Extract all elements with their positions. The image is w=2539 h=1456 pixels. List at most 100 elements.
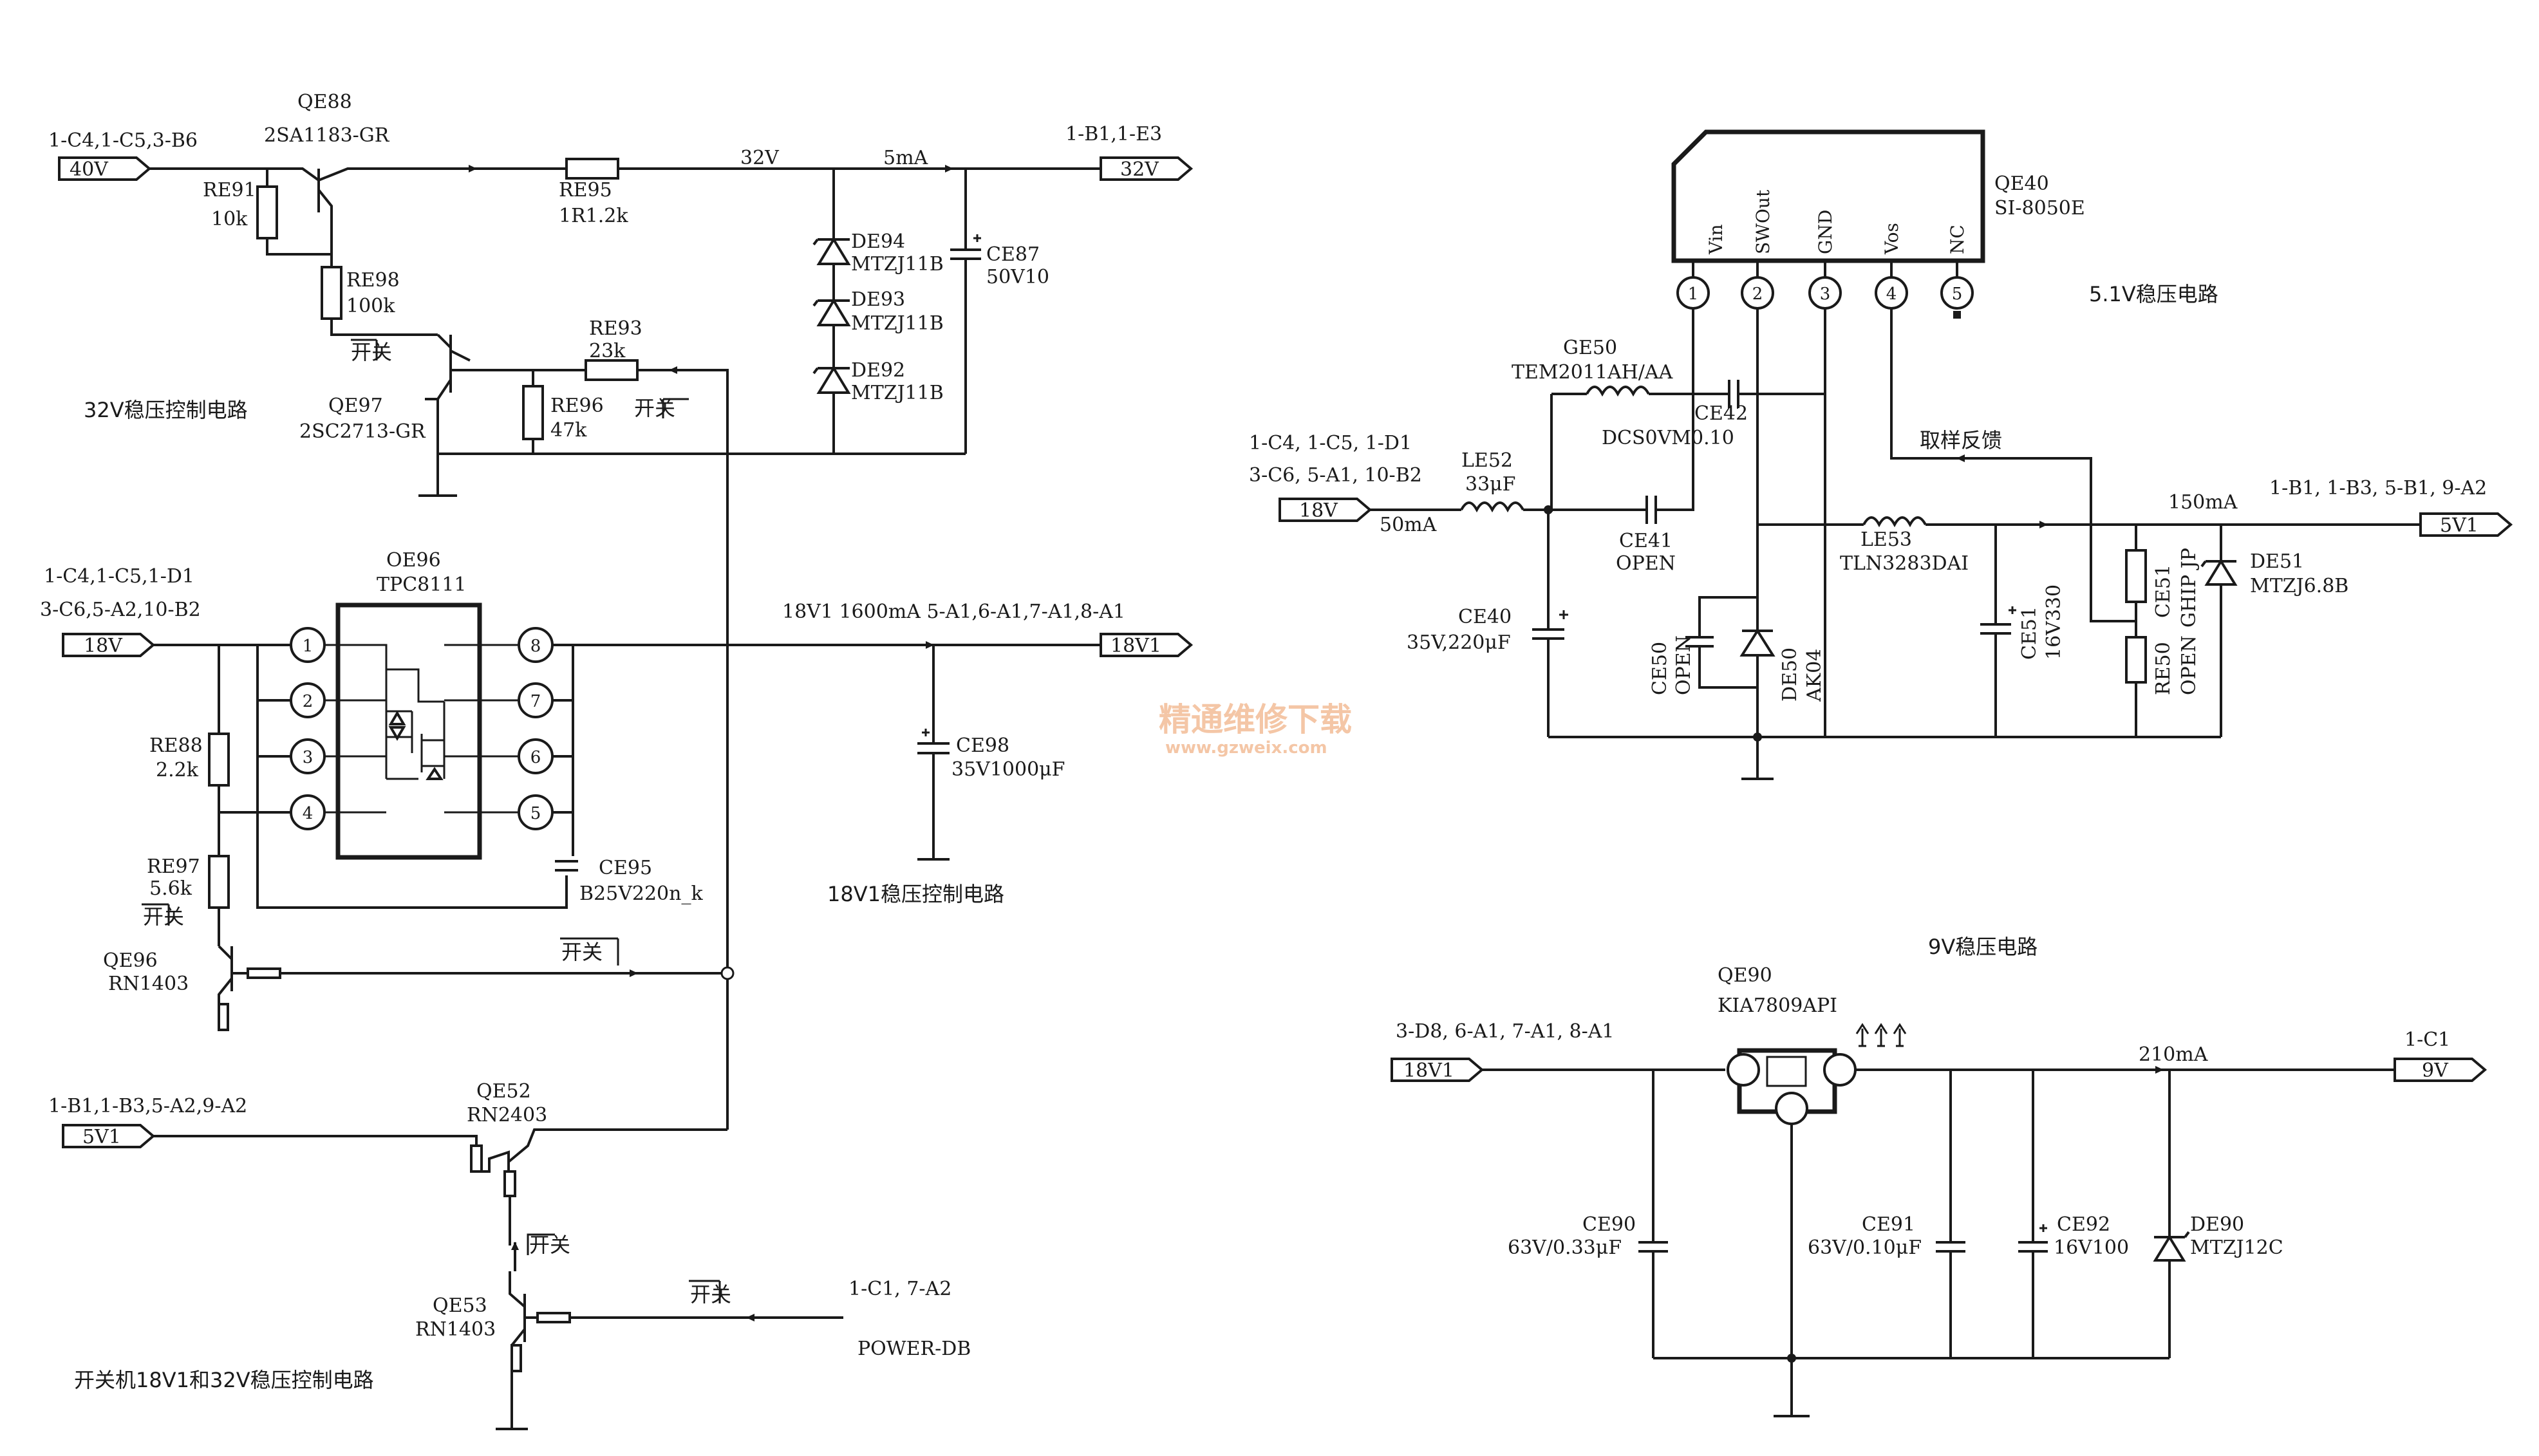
zener-de51 bbox=[2200, 559, 2238, 586]
ce98-val: 35V1000μF bbox=[951, 758, 1065, 781]
refs-5v1-output: 1-B1, 1-B3, 5-B1, 9-A2 bbox=[2269, 477, 2487, 499]
port-5v1-left[interactable]: 5V1 bbox=[62, 1124, 156, 1148]
title-5v1-circuit: 5.1V稳压电路 bbox=[2089, 282, 2218, 306]
net-50ma: 50mA bbox=[1380, 514, 1437, 536]
ce92-ref: CE92 bbox=[2057, 1213, 2110, 1236]
pin-name-vin: Vin bbox=[1705, 224, 1727, 255]
le53-ref: LE53 bbox=[1860, 528, 1912, 551]
svg-text:开关: 开关 bbox=[529, 1233, 570, 1257]
port-18v-left[interactable]: 18V bbox=[62, 633, 156, 657]
circuit-9v: 9V稳压电路 QE90 KIA7809API 3-D8, 6-A1, 7-A1,… bbox=[1391, 935, 2487, 1417]
refs-9v-input: 3-D8, 6-A1, 7-A1, 8-A1 bbox=[1396, 1020, 1615, 1043]
re95-val: 1R1.2k bbox=[559, 205, 628, 227]
de92-ref: DE92 bbox=[851, 359, 905, 382]
re96-val: 47k bbox=[550, 419, 587, 442]
port-18v-right[interactable]: 18V bbox=[1279, 498, 1373, 522]
ce95-val: B25V220n_k bbox=[579, 882, 703, 905]
transistor-qe96 bbox=[218, 945, 727, 1031]
jumper-ce51 bbox=[2125, 549, 2147, 603]
svg-text:5: 5 bbox=[1952, 285, 1963, 304]
ce42-ref: CE42 bbox=[1694, 402, 1748, 425]
qe90-pin-in bbox=[1727, 1053, 1760, 1087]
svg-text:4: 4 bbox=[303, 804, 314, 823]
qe88-ref: QE88 bbox=[297, 91, 352, 113]
port-18v1-label: 18V1 bbox=[1110, 635, 1161, 657]
pwr-name: POWER-DB bbox=[857, 1338, 971, 1360]
zener-de94 bbox=[812, 237, 851, 265]
qe40-pin-2: 2 bbox=[1741, 276, 1774, 310]
svg-text:开关: 开关 bbox=[634, 396, 675, 420]
pin-4: 4 bbox=[290, 794, 326, 830]
pin-6: 6 bbox=[518, 738, 554, 774]
net-32v: 32V bbox=[740, 147, 780, 169]
re93-val: 23k bbox=[589, 340, 626, 362]
qe40-val: SI-8050E bbox=[1994, 197, 2085, 219]
watermark-cn: 精通维修下载 bbox=[1159, 701, 1352, 738]
svg-text:3: 3 bbox=[303, 748, 314, 767]
svg-text:7: 7 bbox=[530, 692, 541, 711]
re88-ref: RE88 bbox=[149, 734, 203, 757]
transistor-qe53 bbox=[509, 1271, 843, 1429]
zener-de92 bbox=[812, 366, 851, 394]
ce92-val: 16V100 bbox=[2054, 1237, 2129, 1259]
feedback-label: 取样反馈 bbox=[1920, 428, 2002, 453]
re95-ref: RE95 bbox=[559, 179, 612, 201]
refs-5v1-input-1: 1-C4, 1-C5, 1-D1 bbox=[1249, 432, 1412, 454]
pin-3: 3 bbox=[290, 738, 326, 774]
switch-label-qe96: 开关 bbox=[560, 937, 619, 966]
net-210ma: 210mA bbox=[2139, 1043, 2208, 1066]
qe40-pin-5: 5 bbox=[1940, 276, 1974, 310]
port-18v1[interactable]: 18V1 bbox=[1100, 633, 1194, 657]
ce51b-val: GHIP JP bbox=[2178, 548, 2200, 628]
port-32v[interactable]: 32V bbox=[1100, 156, 1194, 181]
qe90-pin-gnd bbox=[1775, 1092, 1808, 1125]
title-power-circuit: 开关机18V1和32V稳压控制电路 bbox=[74, 1368, 374, 1392]
port-18v1-right[interactable]: 18V1 bbox=[1391, 1058, 1485, 1082]
re97-val: 5.6k bbox=[149, 877, 192, 900]
re97-ref: RE97 bbox=[147, 855, 200, 878]
port-40v[interactable]: 40V bbox=[58, 156, 152, 181]
re50-ref: RE50 bbox=[2152, 642, 2175, 695]
ce41-val: OPEN bbox=[1616, 552, 1676, 575]
port-9v-label: 9V bbox=[2422, 1059, 2449, 1082]
inductor-le53 bbox=[1862, 516, 1927, 528]
ce40-val: 35V,220μF bbox=[1407, 631, 1511, 654]
ce87-val: 50V10 bbox=[986, 266, 1049, 288]
qe52-val: RN2403 bbox=[467, 1104, 547, 1126]
transistor-qe88 bbox=[251, 165, 477, 254]
ce51-val: 16V330 bbox=[2043, 584, 2065, 660]
inductor-ge50 bbox=[1586, 386, 1650, 397]
svg-text:5: 5 bbox=[530, 804, 541, 823]
re88-val: 2.2k bbox=[156, 759, 199, 781]
qe96-ref: QE96 bbox=[103, 949, 158, 972]
ce42-val: DCS0VM0.10 bbox=[1602, 427, 1734, 449]
qe40-ref: QE40 bbox=[1994, 173, 2049, 195]
zener-de90 bbox=[2153, 1231, 2190, 1262]
qe53-val: RN1403 bbox=[415, 1318, 496, 1341]
switch-label-re93: 开关 bbox=[634, 396, 689, 420]
qe88-val: 2SA1183-GR bbox=[264, 124, 390, 147]
pin-2: 2 bbox=[290, 682, 326, 718]
de90-ref: DE90 bbox=[2190, 1213, 2244, 1236]
qe53-ref: QE53 bbox=[433, 1294, 487, 1317]
ce98-ref: CE98 bbox=[956, 734, 1009, 757]
de93-val: MTZJ11B bbox=[851, 312, 944, 335]
port-9v[interactable]: 9V bbox=[2394, 1058, 2487, 1082]
port-18v1-right-label: 18V1 bbox=[1403, 1059, 1454, 1082]
port-5v1-right[interactable]: 5V1 bbox=[2419, 512, 2513, 537]
ce90-val: 63V/0.33μF bbox=[1508, 1237, 1622, 1259]
re98-ref: RE98 bbox=[346, 269, 400, 292]
capacitor-ce92 bbox=[2018, 1070, 2048, 1358]
net-5ma: 5mA bbox=[883, 147, 928, 169]
de50-val: AK04 bbox=[1803, 649, 1826, 702]
de51-val: MTZJ6.8B bbox=[2250, 575, 2348, 597]
le53-val: TLN3283DAI bbox=[1840, 552, 1969, 575]
resistor-re96 bbox=[522, 385, 544, 440]
hot-arrows-icon bbox=[1855, 1023, 1907, 1047]
title-9v-circuit: 9V稳压电路 bbox=[1928, 935, 2038, 959]
qe97-val: 2SC2713-GR bbox=[299, 420, 426, 443]
title-32v-circuit: 32V稳压控制电路 bbox=[84, 398, 248, 422]
ce50-ref: CE50 bbox=[1649, 642, 1671, 695]
ce40-ref: CE40 bbox=[1458, 606, 1512, 628]
